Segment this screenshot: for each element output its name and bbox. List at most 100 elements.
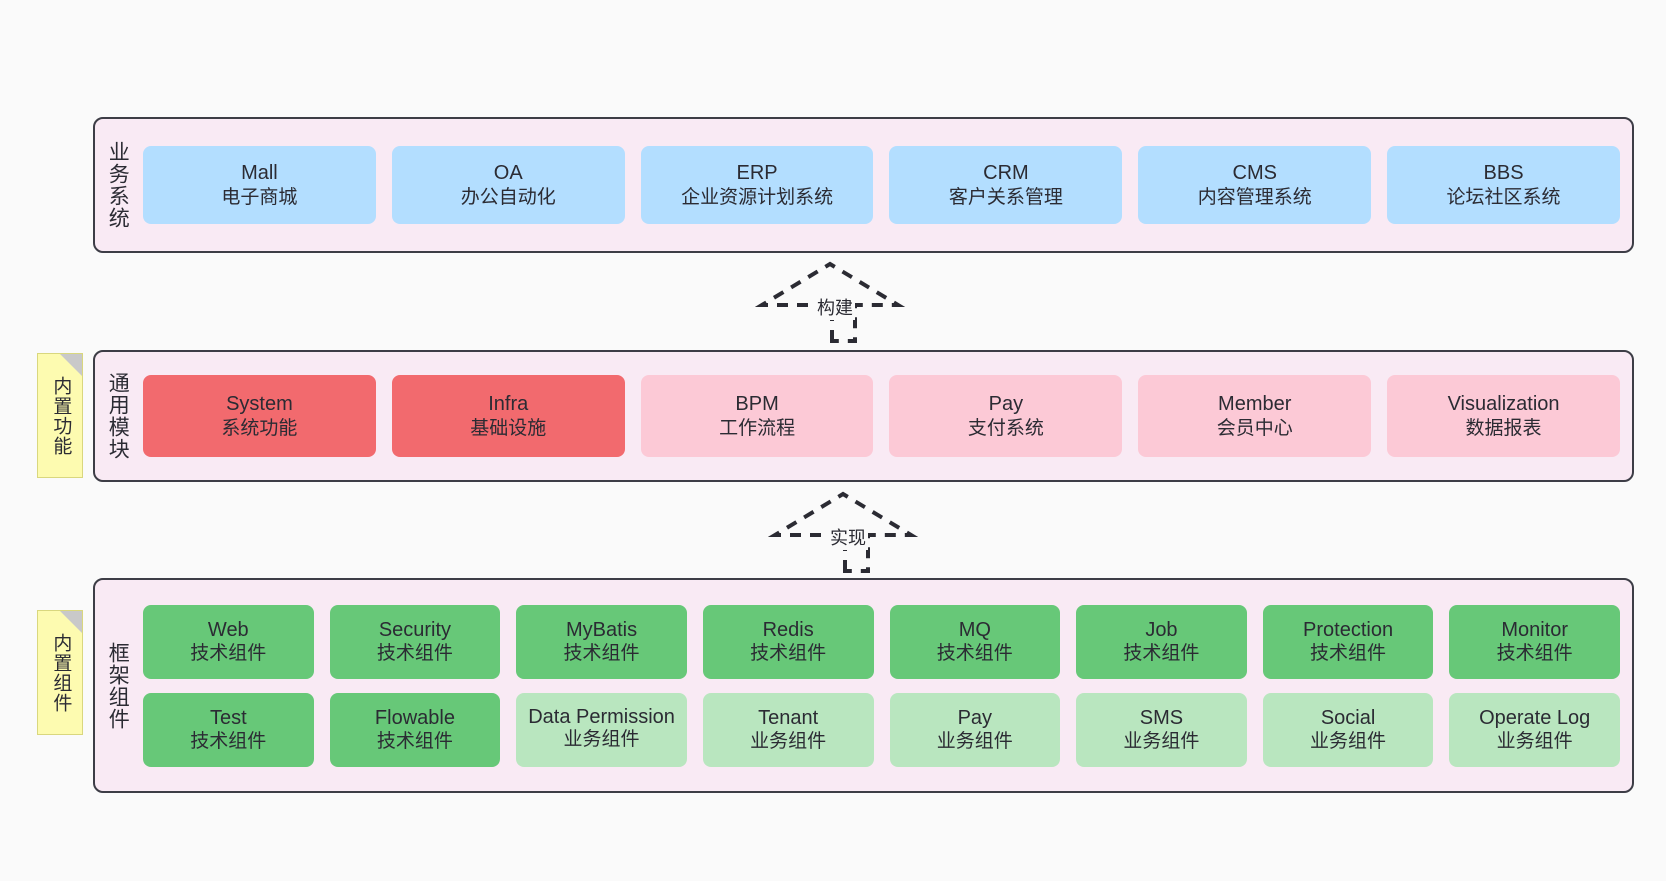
node-mq[interactable]: MQ 技术组件 — [889, 604, 1061, 679]
node-mq-subtitle: 技术组件 — [936, 643, 1013, 665]
node-mall-title: Mall — [241, 162, 278, 185]
node-pay-component-title: Pay — [957, 706, 993, 729]
node-mybatis-title: MyBatis — [566, 618, 638, 641]
node-operate-log-title: Operate Log — [1479, 706, 1591, 729]
module-node-row: System 系统功能 Infra 基础设施 BPM 工作流程 Pay 支付系统… — [143, 375, 1620, 457]
node-pay-component[interactable]: Pay 业务组件 — [889, 692, 1061, 767]
node-social-subtitle: 业务组件 — [1310, 731, 1387, 753]
node-member-title: Member — [1218, 393, 1292, 416]
node-oa-subtitle: 办公自动化 — [460, 186, 556, 208]
node-pay-module-title: Pay — [988, 393, 1024, 416]
node-sms[interactable]: SMS 业务组件 — [1076, 692, 1247, 767]
node-web-subtitle: 技术组件 — [190, 643, 267, 665]
node-system-title: System — [226, 393, 293, 416]
node-member-subtitle: 会员中心 — [1216, 417, 1293, 439]
node-infra-subtitle: 基础设施 — [470, 417, 547, 439]
sticky-note-builtin-features: 内置功能 — [37, 353, 83, 478]
node-test[interactable]: Test 技术组件 — [143, 692, 314, 767]
node-bbs[interactable]: BBS 论坛社区系统 — [1387, 146, 1620, 224]
node-pay-module[interactable]: Pay 支付系统 — [889, 375, 1123, 457]
node-web[interactable]: Web 技术组件 — [143, 604, 314, 679]
node-mall-subtitle: 电子商城 — [221, 186, 298, 208]
node-tenant-subtitle: 业务组件 — [750, 731, 827, 753]
node-erp-subtitle: 企业资源计划系统 — [681, 186, 834, 208]
implement-arrow-label: 实现 — [828, 524, 868, 550]
node-crm-subtitle: 客户关系管理 — [948, 186, 1063, 208]
node-infra-title: Infra — [488, 393, 529, 416]
node-erp[interactable]: ERP 企业资源计划系统 — [640, 146, 874, 224]
connector-build: 构建 — [754, 258, 915, 350]
node-redis-subtitle: 技术组件 — [750, 643, 827, 665]
sticky-note-builtin-components: 内置组件 — [37, 610, 83, 735]
node-oa[interactable]: OA 办公自动化 — [391, 146, 625, 224]
node-security-title: Security — [378, 618, 452, 641]
node-visualization-subtitle: 数据报表 — [1465, 417, 1542, 439]
node-bpm[interactable]: BPM 工作流程 — [640, 375, 874, 457]
node-sms-title: SMS — [1139, 706, 1184, 729]
node-mall[interactable]: Mall 电子商城 — [143, 146, 376, 224]
node-web-title: Web — [207, 618, 249, 641]
node-bbs-subtitle: 论坛社区系统 — [1446, 186, 1561, 208]
node-redis[interactable]: Redis 技术组件 — [702, 604, 874, 679]
node-protection[interactable]: Protection 技术组件 — [1262, 604, 1434, 679]
node-system[interactable]: System 系统功能 — [143, 375, 376, 457]
node-mq-title: MQ — [958, 618, 991, 641]
node-visualization-title: Visualization — [1447, 393, 1560, 416]
node-test-subtitle: 技术组件 — [190, 731, 267, 753]
node-oa-title: OA — [493, 162, 523, 185]
node-mybatis-subtitle: 技术组件 — [563, 643, 640, 665]
layer-framework-components: 框架组件 Web 技术组件 Security 技术组件 MyBatis 技术组件… — [93, 578, 1634, 793]
node-flowable[interactable]: Flowable 技术组件 — [329, 692, 501, 767]
node-security[interactable]: Security 技术组件 — [329, 604, 501, 679]
node-test-title: Test — [209, 706, 247, 729]
layer-business-systems: 业务系统 Mall 电子商城 OA 办公自动化 ERP 企业资源计划系统 CRM — [93, 117, 1634, 253]
layer-framework-label: 框架组件 — [106, 641, 130, 730]
node-cms-title: CMS — [1232, 162, 1277, 185]
node-flowable-title: Flowable — [374, 706, 455, 729]
node-job[interactable]: Job 技术组件 — [1076, 604, 1247, 679]
node-bpm-title: BPM — [735, 393, 779, 416]
node-monitor-subtitle: 技术组件 — [1496, 643, 1573, 665]
node-mybatis[interactable]: MyBatis 技术组件 — [516, 604, 687, 679]
node-system-subtitle: 系统功能 — [221, 417, 298, 439]
node-erp-title: ERP — [736, 162, 778, 185]
business-node-row: Mall 电子商城 OA 办公自动化 ERP 企业资源计划系统 CRM 客户关系… — [143, 146, 1620, 224]
node-tenant[interactable]: Tenant 业务组件 — [702, 692, 874, 767]
node-data-permission-title: Data Permission — [528, 706, 675, 729]
node-redis-title: Redis — [762, 618, 814, 641]
node-crm-title: CRM — [983, 162, 1029, 185]
node-pay-module-subtitle: 支付系统 — [967, 417, 1044, 439]
node-sms-subtitle: 业务组件 — [1123, 731, 1200, 753]
layer-framework-body: Web 技术组件 Security 技术组件 MyBatis 技术组件 Redi… — [139, 580, 1632, 791]
layer-module-label: 通用模块 — [106, 372, 130, 460]
node-bbs-title: BBS — [1483, 162, 1524, 185]
node-social[interactable]: Social 业务组件 — [1262, 692, 1434, 767]
layer-module-body: System 系统功能 Infra 基础设施 BPM 工作流程 Pay 支付系统… — [139, 352, 1632, 480]
node-crm[interactable]: CRM 客户关系管理 — [889, 146, 1123, 224]
node-pay-component-subtitle: 业务组件 — [936, 731, 1013, 753]
node-visualization[interactable]: Visualization 数据报表 — [1387, 375, 1620, 457]
node-security-subtitle: 技术组件 — [376, 643, 453, 665]
build-arrow-label: 构建 — [815, 294, 855, 320]
node-infra[interactable]: Infra 基础设施 — [391, 375, 625, 457]
framework-node-row-technical: Web 技术组件 Security 技术组件 MyBatis 技术组件 Redi… — [143, 604, 1620, 679]
node-job-subtitle: 技术组件 — [1123, 643, 1200, 665]
node-cms-subtitle: 内容管理系统 — [1197, 186, 1312, 208]
node-operate-log[interactable]: Operate Log 业务组件 — [1449, 692, 1620, 767]
node-cms[interactable]: CMS 内容管理系统 — [1138, 146, 1372, 224]
node-protection-title: Protection — [1303, 618, 1394, 641]
node-data-permission[interactable]: Data Permission 业务组件 — [516, 692, 687, 767]
node-protection-subtitle: 技术组件 — [1310, 643, 1387, 665]
node-member[interactable]: Member 会员中心 — [1138, 375, 1372, 457]
node-monitor[interactable]: Monitor 技术组件 — [1449, 604, 1620, 679]
node-data-permission-subtitle: 业务组件 — [563, 729, 640, 751]
framework-node-row-business: Test 技术组件 Flowable 技术组件 Data Permission … — [143, 692, 1620, 767]
node-flowable-subtitle: 技术组件 — [376, 731, 453, 753]
node-tenant-title: Tenant — [758, 706, 819, 729]
node-operate-log-subtitle: 业务组件 — [1496, 731, 1573, 753]
node-social-title: Social — [1320, 706, 1376, 729]
connector-implement: 实现 — [767, 488, 928, 580]
node-monitor-title: Monitor — [1501, 618, 1569, 641]
node-job-title: Job — [1145, 618, 1178, 641]
